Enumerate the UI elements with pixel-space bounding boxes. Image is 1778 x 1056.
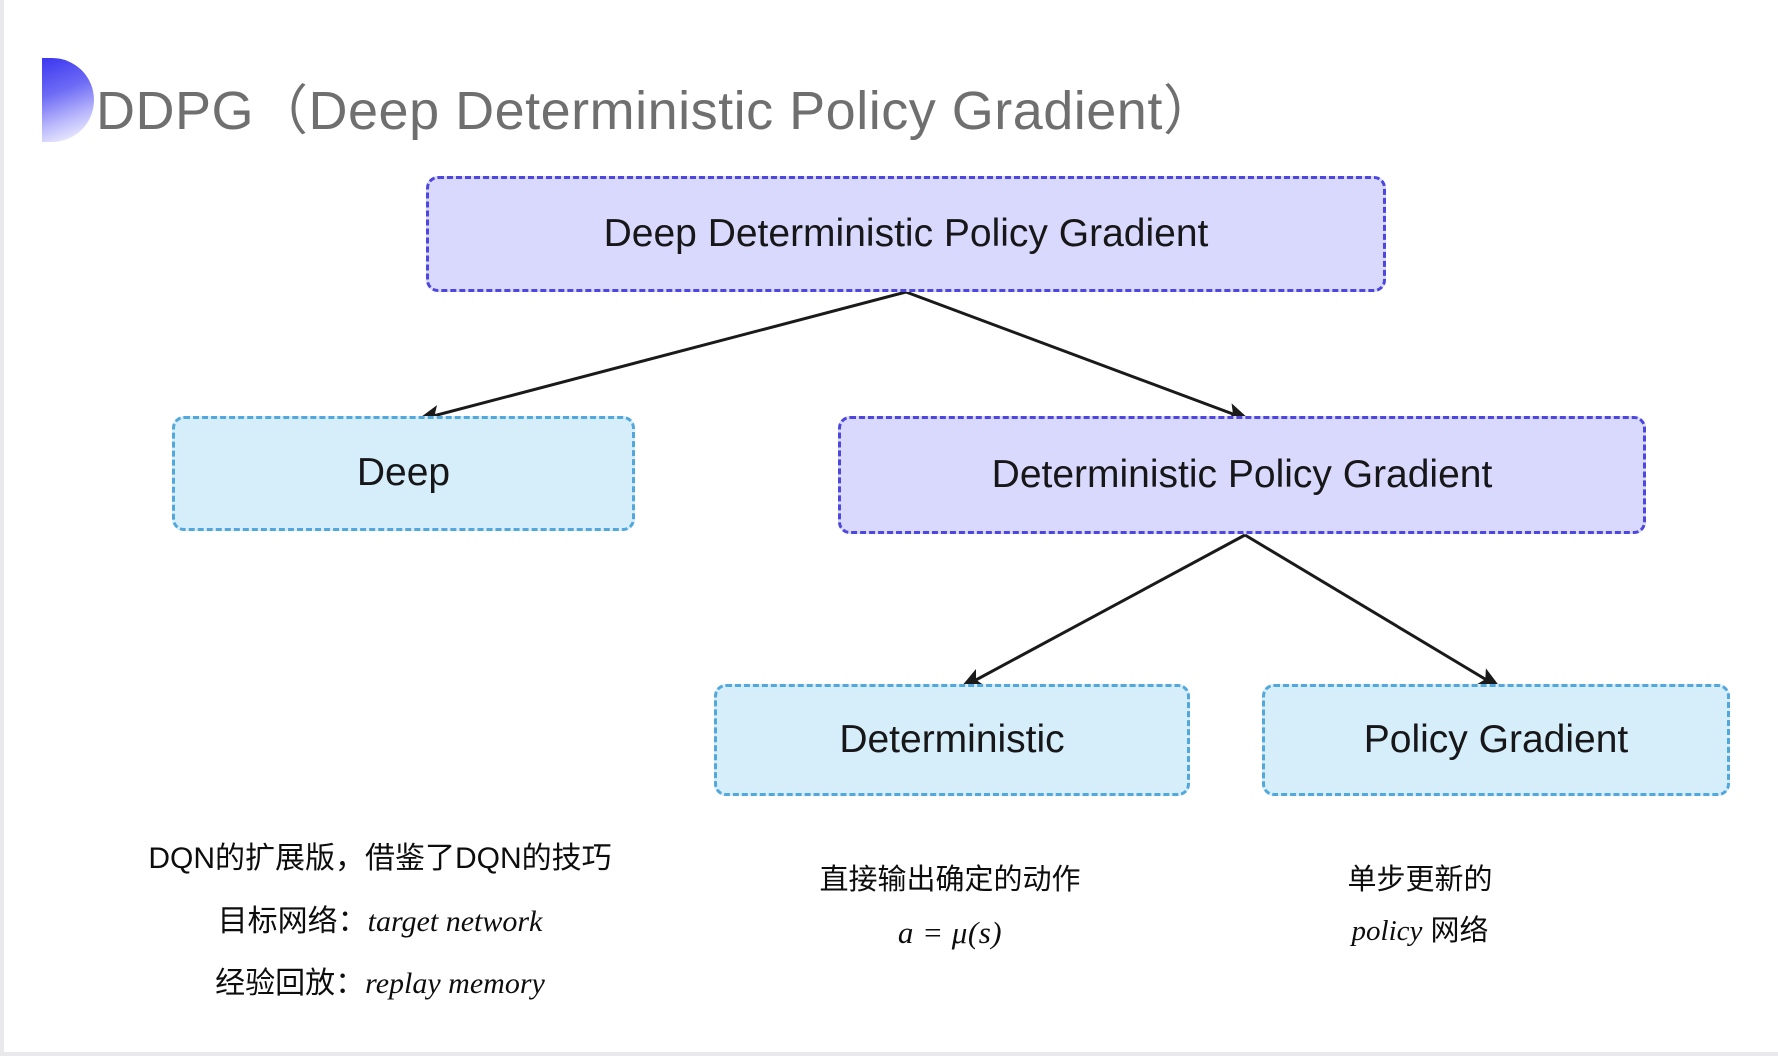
title-accent-shape xyxy=(42,58,94,142)
note-deterministic-line-1: 直接输出确定的动作 xyxy=(819,864,1081,896)
page-title: DDPG（Deep Deterministic Policy Gradient） xyxy=(96,81,1218,141)
node-deep[interactable]: Deep xyxy=(172,416,635,531)
node-deterministic[interactable]: Deterministic xyxy=(714,684,1190,796)
edge-dpg-to-policy-gradient xyxy=(1244,533,1502,690)
note-deterministic: 直接输出确定的动作 a = μ(s) xyxy=(730,858,1170,963)
slide-left-edge xyxy=(0,0,4,1056)
note-deep-line-3: 经验回放：replay memory xyxy=(100,961,660,1008)
note-deep-line-1: DQN的扩展版，借鉴了DQN的技巧 xyxy=(148,842,612,875)
note-deep-line-2-term: target network xyxy=(367,904,543,938)
note-deterministic-formula: a = μ(s) xyxy=(897,914,1003,950)
node-deterministic-policy-gradient[interactable]: Deterministic Policy Gradient xyxy=(838,416,1646,534)
note-deep-line-3-label: 经验回放： xyxy=(215,967,366,1000)
note-deep: DQN的扩展版，借鉴了DQN的技巧 目标网络：target network 经验… xyxy=(100,836,660,1024)
edge-dpg-to-deterministic xyxy=(959,533,1246,690)
edge-root-to-dpg xyxy=(905,290,1251,422)
note-deep-line-2: 目标网络：target network xyxy=(100,899,660,946)
node-policy-gradient[interactable]: Policy Gradient xyxy=(1262,684,1730,796)
note-policy-gradient: 单步更新的 policy 网络 xyxy=(1220,858,1620,960)
edge-root-to-deep xyxy=(416,290,907,424)
note-policy-gradient-term: policy xyxy=(1351,914,1423,947)
slide-bottom-edge xyxy=(0,1052,1778,1056)
note-policy-gradient-suffix: 网络 xyxy=(1422,914,1489,947)
note-policy-gradient-line-1: 单步更新的 xyxy=(1347,864,1493,896)
note-deep-line-2-label: 目标网络： xyxy=(217,904,368,938)
note-policy-gradient-line-2: policy 网络 xyxy=(1220,909,1620,954)
note-deep-line-3-term: replay memory xyxy=(365,967,545,1000)
node-deep-deterministic-policy-gradient[interactable]: Deep Deterministic Policy Gradient xyxy=(426,176,1386,292)
